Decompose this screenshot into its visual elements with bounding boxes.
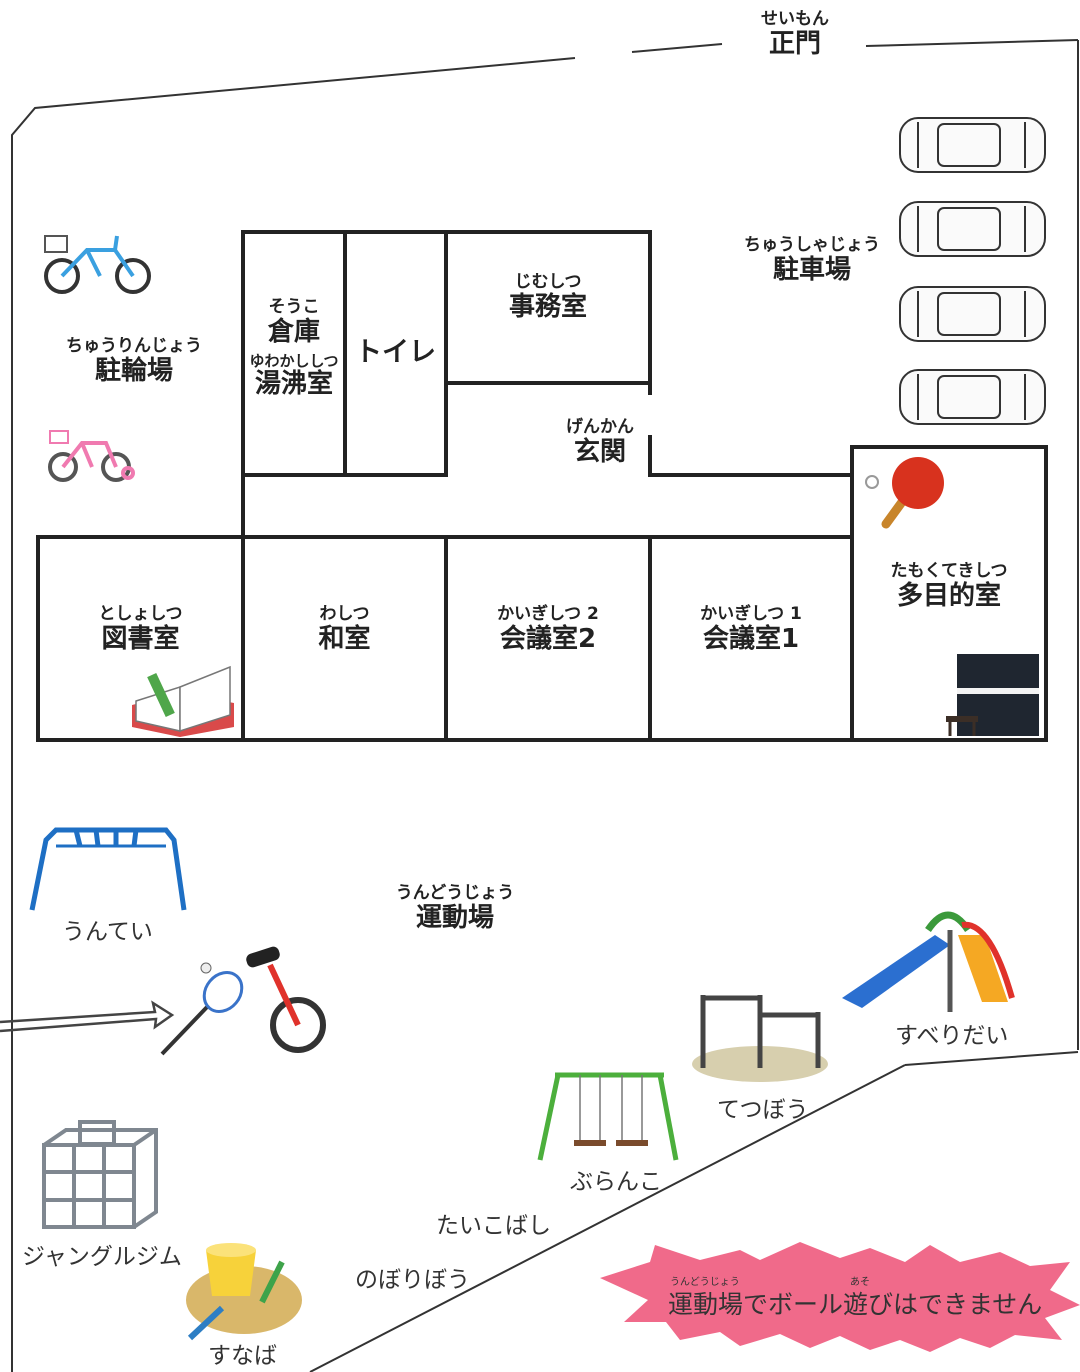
swing-label: ぶらんこ xyxy=(570,1169,662,1195)
office-ruby: じむしつ xyxy=(514,272,582,292)
climbing-pole-label: のぼりぼう xyxy=(355,1267,470,1293)
japanese-room: わしつ 和室 xyxy=(243,604,446,654)
bicycle-parking-label: ちゅうりんじょう 駐輪場 xyxy=(64,336,204,386)
japanese-room-title: 和室 xyxy=(318,623,371,654)
slide-icon xyxy=(842,911,1015,1012)
library-title: 図書室 xyxy=(101,623,180,654)
sandbox-label: すなば xyxy=(208,1343,277,1369)
multipurpose-room: たもくてきしつ 多目的室 xyxy=(852,561,1046,611)
meeting-room-1-title: 会議室1 xyxy=(702,623,800,654)
iron-bar-label: てつぼう xyxy=(717,1097,809,1123)
entrance-ruby: げんかん xyxy=(566,417,634,437)
entrance-title: 玄関 xyxy=(573,436,626,467)
car-icon xyxy=(899,369,1046,425)
badminton-icon xyxy=(160,962,244,1056)
bicycle-icon xyxy=(44,235,151,294)
parking-title: 駐車場 xyxy=(772,254,851,285)
piano-icon xyxy=(946,654,1039,736)
toilet-room: トイレ xyxy=(345,337,446,368)
toilet-title: トイレ xyxy=(355,337,436,368)
office-room: じむしつ 事務室 xyxy=(446,272,650,322)
entrance-label: げんかん 玄関 xyxy=(545,417,655,467)
bicycle-parking-title: 駐輪場 xyxy=(94,355,173,386)
multipurpose-title: 多目的室 xyxy=(896,580,1001,611)
car-icon xyxy=(899,286,1046,342)
warning-ruby-play: あそ xyxy=(850,1277,870,1288)
building xyxy=(36,230,1048,742)
ping-pong-icon xyxy=(865,457,944,529)
japanese-room-ruby: わしつ xyxy=(319,604,370,624)
library-room: としょしつ 図書室 xyxy=(38,604,243,654)
parking-ruby: ちゅうしゃじょう xyxy=(744,235,880,255)
slide-label: すべりだい xyxy=(895,1023,1009,1049)
meeting-room-2: かいぎしつ 2 会議室2 xyxy=(446,604,650,654)
car-icon xyxy=(899,201,1046,257)
main-gate-title: 正門 xyxy=(768,28,821,59)
kitchen-ruby: ゆわかししつ xyxy=(249,352,339,370)
office-title: 事務室 xyxy=(508,291,587,322)
meeting-room-1-ruby: かいぎしつ 1 xyxy=(700,604,802,624)
warning-burst-shape xyxy=(600,1242,1080,1352)
storage-title: 倉庫 xyxy=(267,316,320,347)
main-gate-ruby: せいもん xyxy=(761,9,829,29)
warning-text: 運動場でボール遊びはできません xyxy=(668,1290,1043,1319)
meeting-room-2-ruby: かいぎしつ 2 xyxy=(497,604,599,624)
multipurpose-ruby: たもくてきしつ xyxy=(890,561,1008,581)
boundary-lines xyxy=(11,39,1079,1372)
main-gate-label: せいもん 正門 xyxy=(740,9,850,59)
monkey-bars-icon xyxy=(29,827,187,911)
bicycle-parking-ruby: ちゅうりんじょう xyxy=(66,336,202,356)
kids-bicycle-icon xyxy=(48,430,135,482)
storage-room: そうこ 倉庫 xyxy=(243,297,345,347)
iron-bar-icon xyxy=(692,995,828,1082)
jungle-gym-label: ジャングルジム xyxy=(22,1244,182,1270)
sandbox-icon xyxy=(186,1243,302,1341)
meeting-room-1: かいぎしつ 1 会議室1 xyxy=(650,604,852,654)
no-ball-games-warning: うんどうじょう あそ 運動場でボール遊びはできません xyxy=(668,1277,1043,1321)
library-ruby: としょしつ xyxy=(98,604,183,624)
kitchen-room: ゆわかししつ 湯沸室 xyxy=(243,352,345,400)
parking-label: ちゅうしゃじょう 駐車場 xyxy=(742,235,882,285)
meeting-room-2-title: 会議室2 xyxy=(499,623,597,654)
jungle-gym-icon xyxy=(42,1120,158,1229)
parking-cars xyxy=(899,117,1046,425)
car-icon xyxy=(899,117,1046,173)
drum-bridge-label: たいこばし xyxy=(436,1213,551,1239)
kitchen-title: 湯沸室 xyxy=(254,369,333,400)
monkey-bars-label: うんてい xyxy=(62,919,153,945)
sports-ground-title: 運動場 xyxy=(415,902,494,933)
storage-ruby: そうこ xyxy=(268,297,320,317)
sports-ground-ruby: うんどうじょう xyxy=(395,883,515,903)
swing-icon xyxy=(537,1072,679,1161)
book-icon xyxy=(132,665,234,737)
sports-ground-label: うんどうじょう 運動場 xyxy=(380,883,530,933)
unicycle-icon xyxy=(246,946,326,1053)
warning-ruby-ground: うんどうじょう xyxy=(670,1277,740,1288)
arrow-icon xyxy=(0,1000,175,1033)
